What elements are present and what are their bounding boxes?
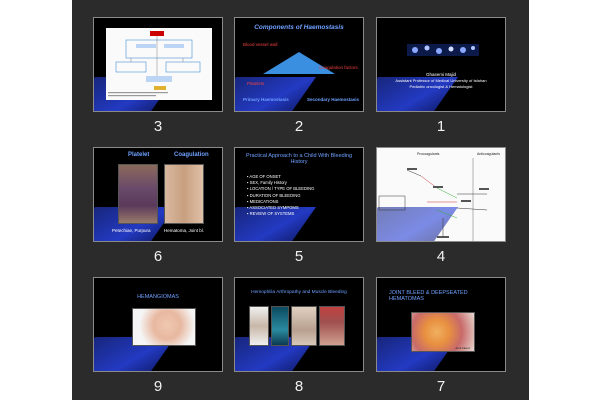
slide-cell-9[interactable]: HEMANGIOMAS 9 [93, 277, 228, 400]
bullet-item: ▪ REVIEW OF SYSTEMS [247, 211, 295, 217]
author-specialty: Pediatric oncologist & Hematologist [409, 84, 473, 89]
slide-number: 3 [153, 118, 163, 135]
slide-thumbnail-4[interactable]: Procoagulants Anticoagulants [376, 147, 506, 242]
caption-petechiae: Petechiae, Purpura [112, 228, 151, 233]
bullet-item: ▪ ASSOCIATED SYMPOMS [247, 205, 299, 211]
slide-cell-5[interactable]: Practical Approach to a Child With Bleed… [234, 147, 369, 272]
bullet-item: ▪ LOCATION / TYPE OF BLEEDING [247, 186, 315, 192]
slide-number: 4 [436, 248, 446, 265]
slide-number: 2 [294, 118, 304, 135]
coagulation-cascade-diagram [378, 158, 489, 241]
slide-thumbnail-3[interactable] [93, 17, 223, 112]
arthropathy-photo-4 [319, 306, 345, 346]
slide-thumbnail-2[interactable]: Components of Haemostasis Blood vessel w… [234, 17, 364, 112]
slide-cell-4[interactable]: Procoagulants Anticoagulants 4 [376, 147, 511, 272]
cells-banner-image [407, 44, 479, 56]
slide-number: 6 [153, 248, 163, 265]
secondary-label: Secondary Haemostasis [307, 97, 360, 102]
joint-bleed-photo [411, 312, 475, 352]
slide-cell-2[interactable]: Components of Haemostasis Blood vessel w… [234, 17, 369, 142]
flowchart-image [106, 28, 212, 100]
slide-title: HEMANGIOMAS [137, 294, 179, 300]
slide-number: 7 [436, 378, 446, 395]
coag-label: Coagulation factors [319, 65, 358, 70]
slide-thumbnail-1[interactable]: Ghasemi Majid Assistant Professor of Med… [376, 17, 506, 112]
slide-cell-7[interactable]: JOINT BLEED & DEEPSEATED HEMATOMAS Joint… [376, 277, 511, 400]
slide-thumbnail-5[interactable]: Practical Approach to a Child With Bleed… [234, 147, 364, 242]
slide-cell-6[interactable]: Platelet Coagulation Petechiae, Purpura … [93, 147, 228, 272]
slide-number: 5 [294, 248, 304, 265]
hemangioma-photo [132, 308, 196, 346]
petechiae-photo [118, 164, 158, 224]
triangle-diagram [263, 52, 335, 74]
bullet-item: ▪ SEX, Family History [247, 180, 287, 186]
slide-cell-1[interactable]: Ghasemi Majid Assistant Professor of Med… [376, 17, 511, 142]
slide-title: Practical Approach to a Child With Bleed… [245, 153, 353, 165]
slide-thumbnail-7[interactable]: JOINT BLEED & DEEPSEATED HEMATOMAS Joint… [376, 277, 506, 372]
bullet-item: ▪ AGE OF ONSET [247, 174, 281, 179]
header-anticoagulants: Anticoagulants [477, 152, 500, 156]
slide-title: JOINT BLEED & DEEPSEATED HEMATOMAS [389, 290, 468, 302]
bullet-item: ▪ DURATION OF BLEEDING [247, 192, 301, 198]
slide-title: Components of Haemostasis [254, 24, 344, 31]
arthropathy-photo-3 [291, 306, 317, 346]
arthropathy-photo-1 [249, 306, 269, 346]
slide-number: 1 [436, 118, 446, 135]
author-affiliation: Assistant Professor of Medical Universit… [395, 78, 487, 83]
slide-thumbnail-6[interactable]: Platelet Coagulation Petechiae, Purpura … [93, 147, 223, 242]
vessel-label: Blood vessel wall [243, 42, 278, 47]
arthropathy-photo-2 [271, 306, 289, 346]
slide-cell-3[interactable]: 3 [93, 17, 228, 142]
bullet-list: ▪ AGE OF ONSET ▪ SEX, Family History ▪ L… [247, 174, 314, 217]
photo-caption: Joint bleed [455, 346, 470, 350]
slide-sorter-panel: 3 Components of Haemostasis Blood vessel… [72, 0, 529, 400]
header-procoagulants: Procoagulants [417, 152, 440, 156]
slide-number: 8 [294, 378, 304, 395]
slide-number: 9 [153, 378, 163, 395]
column-title-coagulation: Coagulation [174, 152, 209, 158]
caption-hematoma: Hematoma, Joint bl. [164, 228, 205, 233]
slide-cell-8[interactable]: Hemophilia Arthropathy and Muscle Bleedi… [234, 277, 369, 400]
hematoma-photo [164, 164, 204, 224]
bullet-item: ▪ MEDICATIONS [247, 198, 279, 204]
slide-thumbnail-8[interactable]: Hemophilia Arthropathy and Muscle Bleedi… [234, 277, 364, 372]
platelets-label: Platelets [247, 81, 265, 86]
slide-title: Hemophilia Arthropathy and Muscle Bleedi… [251, 290, 347, 295]
column-title-platelet: Platelet [128, 152, 150, 158]
slide-thumbnail-9[interactable]: HEMANGIOMAS [93, 277, 223, 372]
primary-label: Primary Haemostasis [243, 97, 289, 102]
author-name: Ghasemi Majid [425, 72, 456, 77]
